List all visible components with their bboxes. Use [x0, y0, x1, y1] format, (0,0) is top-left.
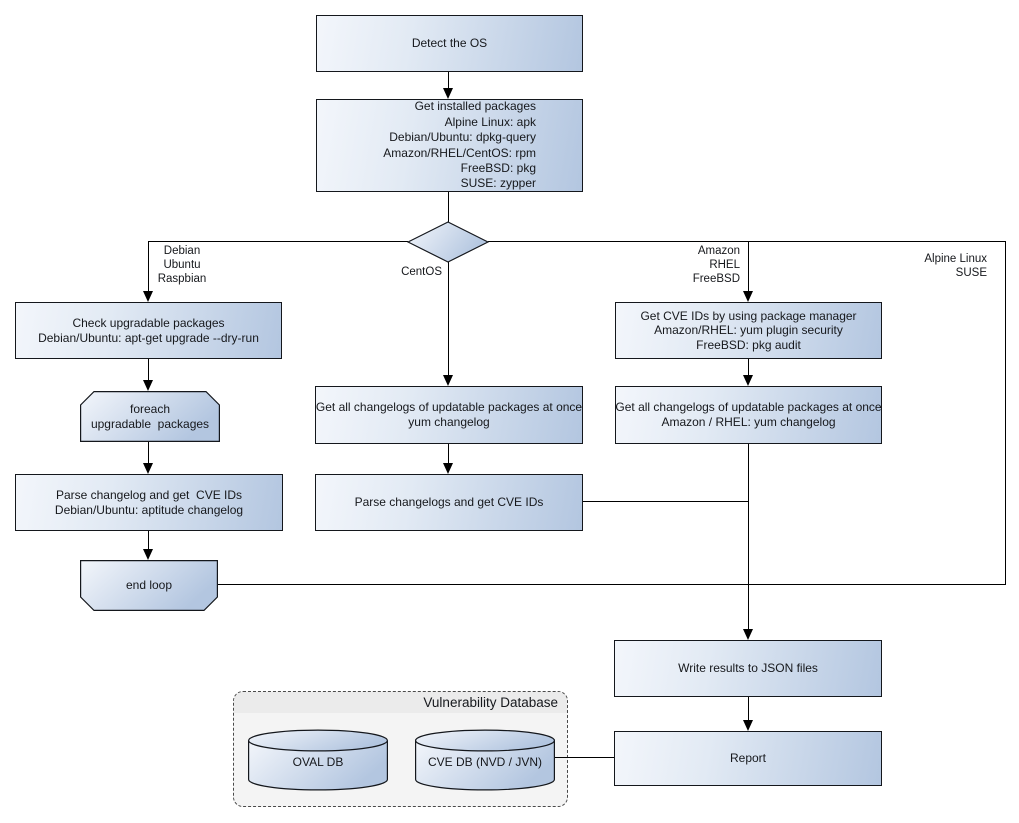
oval-db-cylinder [248, 729, 388, 791]
node-line: Debian/Ubuntu: apt-get upgrade --dry-run [38, 330, 259, 345]
node-line: FreeBSD: pkg [460, 160, 536, 175]
arrowhead-into-foreach [143, 380, 153, 391]
foreach-loop-shape [80, 391, 220, 442]
node-line: Amazon/RHEL/CentOS: rpm [383, 145, 536, 160]
node-line: Report [729, 751, 767, 765]
node-line: Get CVE IDs by using package manager [640, 308, 857, 323]
arrowhead-into-changelogs-center [443, 375, 453, 386]
node-line: Alpine Linux: apk [444, 114, 536, 129]
connector-diamond-left [148, 241, 408, 242]
node-parse-changelog-left: Parse changelog and get CVE IDs Debian/U… [15, 474, 283, 531]
label-line: Debian [163, 245, 201, 257]
label-line: Alpine Linux [924, 253, 987, 265]
cve-db-cylinder [415, 729, 555, 791]
connector-cvedb-to-report [555, 757, 614, 758]
node-end-loop: end loop [80, 560, 218, 611]
node-line: foreach [129, 401, 171, 416]
node-line: SUSE: zypper [460, 176, 536, 191]
arrowhead-into-check [143, 291, 153, 302]
connector-farright-down [1005, 241, 1006, 585]
label-line: Ubuntu [163, 258, 201, 271]
connector-write-to-report [748, 697, 749, 721]
label-line: FreeBSD [692, 272, 740, 285]
label-line: RHEL [709, 258, 740, 271]
node-report: Report [614, 731, 882, 786]
label-line: Raspbian [157, 272, 207, 285]
node-get-changelogs-center: Get all changelogs of updatable packages… [315, 386, 583, 444]
label-line: CentOS [401, 266, 442, 278]
connector-check-to-foreach [148, 359, 149, 381]
label-line: SUSE [955, 266, 987, 279]
node-line: Get all changelogs of updatable packages… [315, 400, 583, 414]
arrowhead-into-cveids [743, 291, 753, 302]
node-check-upgradable: Check upgradable packages Debian/Ubuntu:… [15, 302, 282, 359]
arrowhead-into-installed [443, 88, 453, 99]
node-line: Write results to JSON files [678, 661, 818, 675]
connector-endloop-join [218, 584, 1005, 585]
connector-right-down [748, 241, 749, 292]
end-loop-shape [80, 560, 218, 611]
node-line: Amazon/RHEL: yum plugin security [654, 323, 843, 338]
node-line: OVAL DB [292, 754, 344, 769]
branch-label-alpine: Alpine Linux SUSE [885, 253, 987, 281]
arrowhead-into-parse-left [143, 463, 153, 474]
node-line: Amazon / RHEL: yum changelog [661, 415, 836, 429]
connector-parsecenter-join [583, 501, 748, 502]
diamond-decision-shape [407, 221, 489, 263]
node-get-changelogs-right: Get all changelogs of updatable packages… [615, 386, 882, 444]
arrowhead-into-changelogs-right [743, 375, 753, 386]
connector-diamond-right [488, 241, 1005, 242]
node-foreach: foreach upgradable packages [80, 391, 220, 442]
connector-detect-to-installed [448, 71, 449, 89]
node-line: Check upgradable packages [72, 315, 225, 330]
connector-center-to-parse [448, 444, 449, 464]
node-get-cve-ids: Get CVE IDs by using package manager Ama… [615, 302, 882, 359]
node-line: yum changelog [408, 415, 490, 429]
connector-installed-to-diamond [448, 192, 449, 222]
arrowhead-into-write [743, 629, 753, 640]
node-line: Parse changelog and get CVE IDs [55, 487, 243, 502]
node-line: Get installed packages [414, 99, 536, 114]
node-line: Detect the OS [411, 36, 488, 50]
connector-cve-to-changelogs [748, 359, 749, 376]
node-detect-os: Detect the OS [316, 15, 583, 72]
node-line: Debian/Ubuntu: dpkg-query [389, 130, 536, 145]
node-oval-db: OVAL DB [248, 742, 388, 782]
node-line: CVE DB (NVD / JVN) [427, 754, 542, 769]
node-get-installed-packages: Get installed packages Alpine Linux: apk… [316, 99, 583, 192]
vulnerability-database-header: Vulnerability Database [234, 692, 567, 713]
node-cve-db: CVE DB (NVD / JVN) [415, 742, 555, 782]
branch-label-amazon: Amazon RHEL FreeBSD [655, 245, 740, 286]
branch-label-debian: Debian Ubuntu Raspbian [150, 245, 214, 286]
node-line: Parse changelogs and get CVE IDs [354, 495, 544, 509]
connector-foreach-to-parse [148, 442, 149, 464]
arrowhead-into-report [743, 720, 753, 731]
node-line: upgradable packages [90, 416, 210, 431]
node-write-results: Write results to JSON files [614, 640, 882, 697]
connector-left-down [148, 241, 149, 292]
label-line: Amazon [697, 245, 740, 257]
arrowhead-into-parse-center [443, 463, 453, 474]
arrowhead-into-endloop [143, 549, 153, 560]
branch-label-centos: CentOS [385, 266, 442, 280]
connector-parse-to-endloop [148, 531, 149, 550]
node-line: end loop [125, 578, 173, 592]
node-line: Debian/Ubuntu: aptitude changelog [54, 502, 244, 517]
node-line: Get all changelogs of updatable packages… [615, 400, 882, 414]
vulnerability-database-title: Vulnerability Database [423, 695, 558, 710]
connector-diamond-to-center [448, 262, 449, 376]
connector-changelogs-to-write [748, 444, 749, 630]
node-line: FreeBSD: pkg audit [696, 337, 801, 352]
node-parse-changelogs-center: Parse changelogs and get CVE IDs [315, 474, 583, 531]
